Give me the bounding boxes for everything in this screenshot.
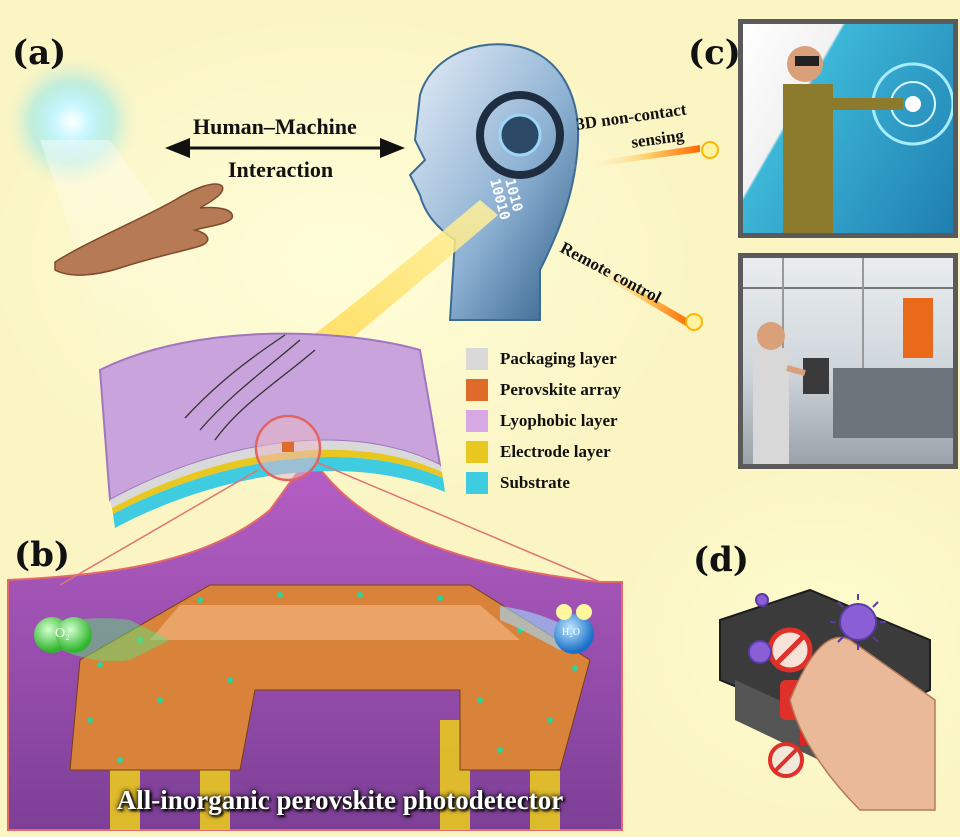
legend-label: Substrate [500, 472, 570, 492]
water-molecule-icon [554, 614, 594, 654]
legend-swatch [466, 440, 488, 463]
legend-item-perovskite: Perovskite array [466, 374, 666, 405]
panel-label-b: (b) [14, 535, 70, 575]
data-stream [300, 200, 498, 365]
hand-icon [54, 183, 234, 276]
panel-b-caption: All-inorganic perovskite photodetector [116, 785, 564, 815]
panel-label-c: (c) [688, 33, 741, 73]
switch-device [719, 588, 936, 811]
legend-label: Packaging layer [500, 348, 617, 368]
legend-item-substrate: Substrate [466, 467, 666, 498]
remote-bolt [568, 250, 690, 326]
legend-swatch [466, 347, 488, 370]
water-label: H₂O [562, 627, 580, 638]
hmi-title-line2: Interaction [228, 157, 334, 182]
remote-control-photo [738, 253, 958, 469]
sensing-bolt [570, 145, 700, 170]
layer-legend: Packaging layer Perovskite array Lyophob… [466, 343, 666, 498]
tablet-icon [803, 358, 829, 394]
legend-item-packaging: Packaging layer [466, 343, 666, 374]
vr-sensing-photo [738, 19, 958, 238]
legend-label: Lyophobic layer [500, 410, 618, 430]
person-icon [783, 84, 833, 233]
legend-item-lyophobic: Lyophobic layer [466, 405, 666, 436]
panel-label-a: (a) [12, 33, 67, 73]
legend-swatch [466, 471, 488, 494]
hmi-title-line1: Human–Machine [193, 114, 357, 139]
person-icon [753, 348, 789, 464]
finger-icon [789, 636, 936, 811]
robot-head-icon [408, 43, 580, 321]
virus-icon [748, 593, 877, 664]
machine-icon [833, 368, 953, 438]
legend-swatch [466, 378, 488, 401]
robot-ear-icon [476, 91, 564, 179]
oxygen-label: O₂ [55, 626, 70, 641]
legend-swatch [466, 409, 488, 432]
legend-label: Perovskite array [500, 379, 622, 399]
panel-label-d: (d) [693, 540, 749, 580]
legend-label: Electrode layer [500, 441, 611, 461]
robot-arm-icon [903, 298, 933, 358]
legend-item-electrode: Electrode layer [466, 436, 666, 467]
